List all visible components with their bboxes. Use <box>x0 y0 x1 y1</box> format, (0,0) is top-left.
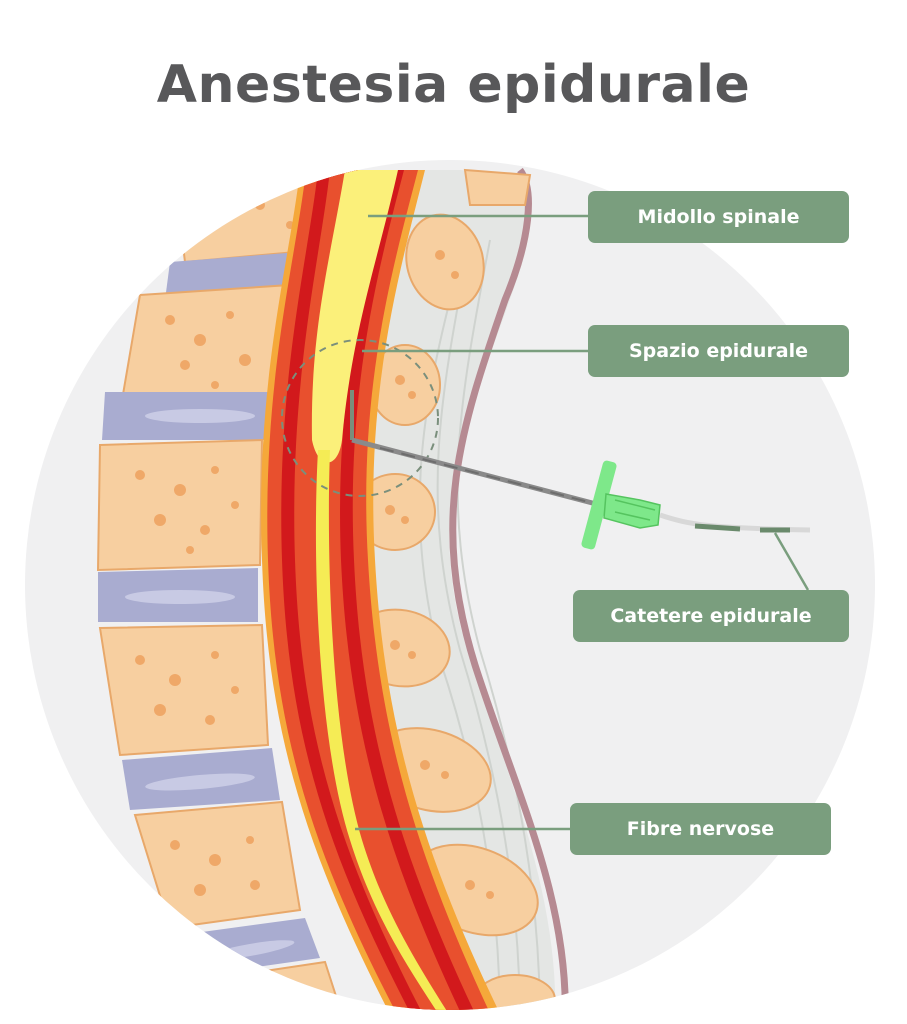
spinal-canal <box>261 170 505 1010</box>
disc-highlight <box>145 773 255 791</box>
disc-highlight <box>145 409 255 423</box>
page-title: Anestesia epidurale <box>156 55 751 115</box>
leader-lines <box>355 214 810 831</box>
nerve-fibers <box>315 450 455 1010</box>
disc-highlight <box>125 590 235 604</box>
epidural-needle-icon <box>351 437 811 550</box>
spinal-cord <box>311 170 398 463</box>
label-nerve-fibers: Fibre nervose <box>570 803 831 855</box>
label-spinal-cord: Midollo spinale <box>588 191 849 243</box>
label-epidural-space: Spazio epidurale <box>588 325 849 377</box>
skin-layer <box>449 167 569 1010</box>
zoom-circle <box>281 339 439 497</box>
label-epidural-catheter: Catetere epidurale <box>573 590 849 642</box>
spinous-process <box>463 168 532 206</box>
leader-line-catheter <box>773 532 810 591</box>
vertebra-body <box>98 623 270 757</box>
vertebra-body <box>203 960 347 1010</box>
